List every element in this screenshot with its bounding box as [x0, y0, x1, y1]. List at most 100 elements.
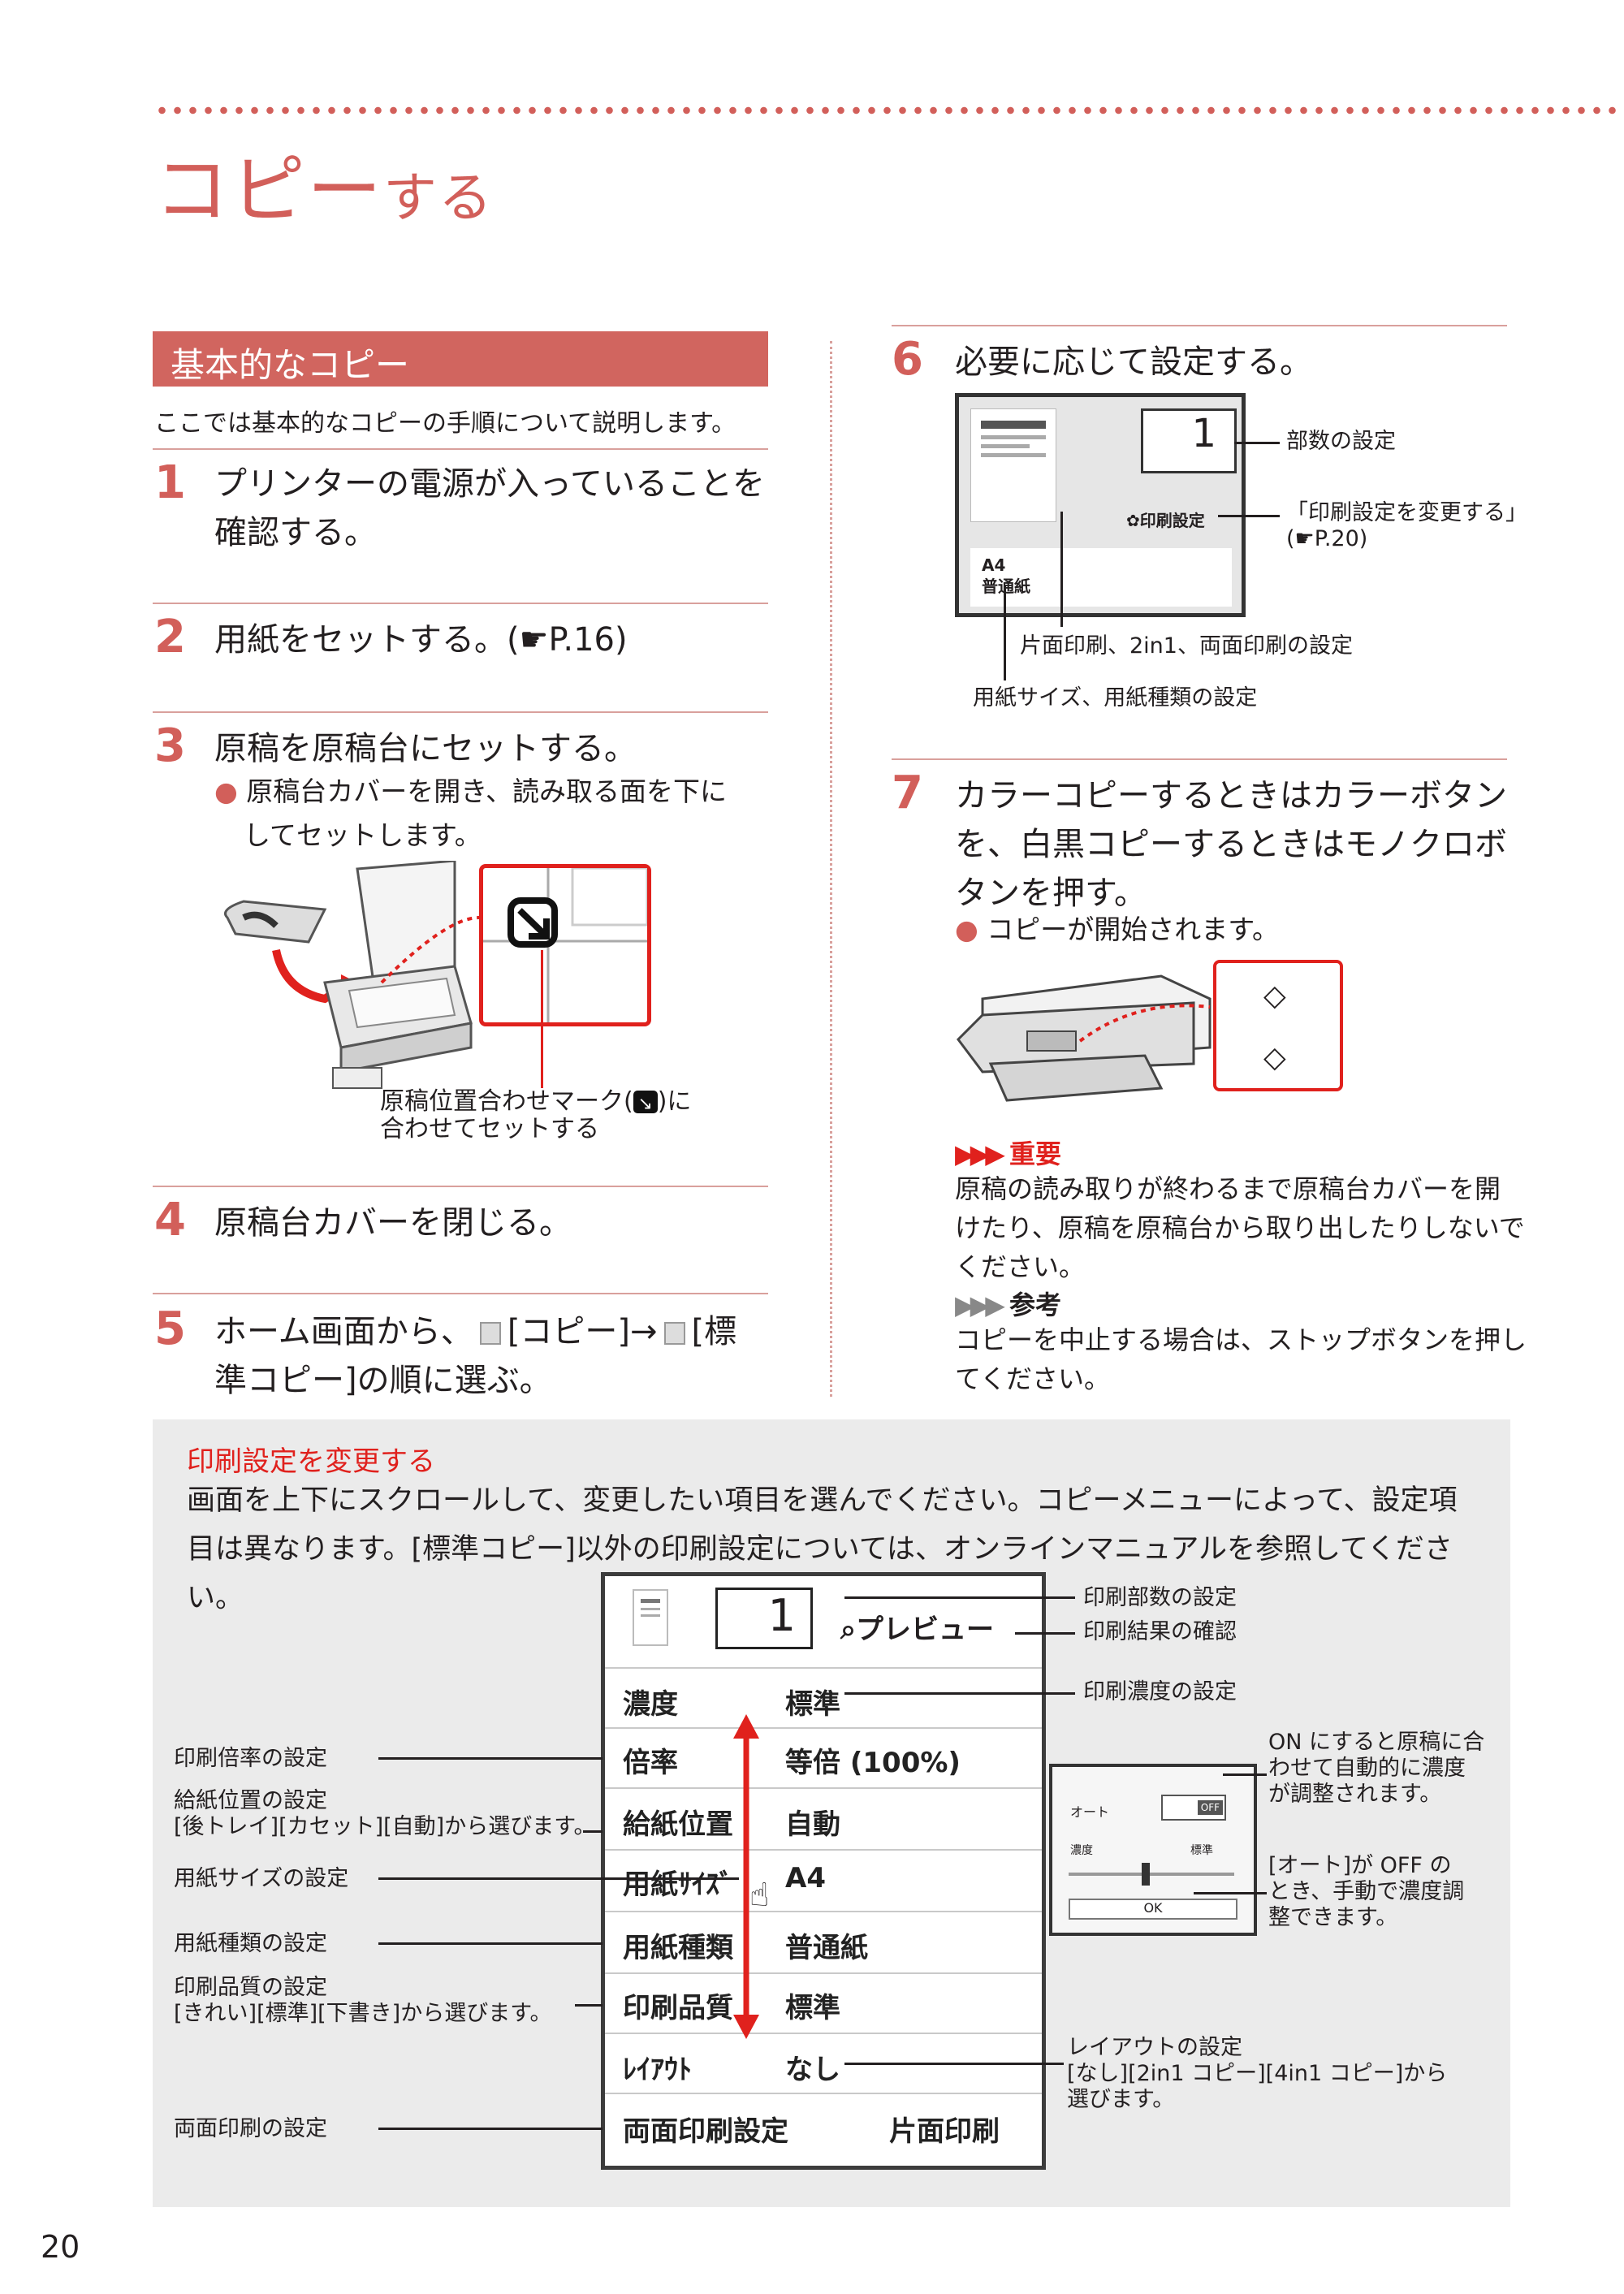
print-quality-label[interactable]: 印刷品質	[623, 1992, 733, 2024]
scroll-arrow-icon	[733, 1714, 759, 2039]
document-thumbnail	[970, 408, 1056, 522]
paper-source-label[interactable]: 給紙位置	[623, 1808, 733, 1841]
copies-label: 部数の設定	[1286, 429, 1396, 454]
hand-swipe-icon: ☝	[749, 1877, 770, 1914]
callout-line	[378, 1757, 603, 1760]
preview-icon: ⌕	[840, 1614, 857, 1646]
chevron-icon: ▶▶▶	[955, 1138, 1005, 1169]
printer-illustration	[957, 974, 1212, 1102]
step-bullet: ● コピーが開始されます。	[955, 914, 1279, 945]
panel-text: 画面を上下にスクロールして、変更したい項目を選んでください。コピーメニューによっ…	[187, 1484, 1458, 1614]
color-start-icon[interactable]: ◇	[1263, 979, 1286, 1013]
scanner-illustration	[224, 861, 480, 1089]
paper-size-label[interactable]: 用紙ｻｲｽﾞ	[623, 1868, 733, 1901]
document-thumbnail	[633, 1589, 668, 1646]
divider	[153, 711, 768, 713]
paper-size-value[interactable]: A4	[785, 1862, 826, 1894]
layout-callout: レイアウトの設定[なし][2in1 コピー][4in1 コピー]から選びます。	[1067, 2035, 1448, 2112]
alignment-mark-zoom	[479, 864, 651, 1026]
callout-line	[844, 2063, 1064, 2065]
feed-callout: 給紙位置の設定[後トレイ][カセット][自動]から選びます。	[174, 1788, 596, 1839]
step-number: 2	[154, 611, 186, 663]
magnification-value[interactable]: 等倍 (100%)	[785, 1747, 961, 1779]
magnification-label[interactable]: 倍率	[623, 1747, 678, 1779]
paper-label: 用紙サイズ、用紙種類の設定	[973, 685, 1258, 711]
copies-display[interactable]: 1	[1141, 408, 1237, 473]
copies-display[interactable]: 1	[715, 1588, 813, 1649]
callout-line	[378, 1942, 603, 1945]
divider	[892, 325, 1507, 326]
column-divider	[830, 341, 832, 1397]
divider	[153, 1186, 768, 1187]
slider-handle[interactable]	[1142, 1863, 1150, 1886]
size-callout: 用紙サイズの設定	[174, 1866, 349, 1891]
duplex-label[interactable]: 両面印刷設定	[623, 2115, 788, 2148]
callout-line	[1194, 1892, 1267, 1894]
divider	[892, 758, 1507, 760]
step-bullet: ● 原稿台カバーを開き、読み取る面を下に してセットします。	[214, 775, 727, 851]
start-buttons-zoom: ◇ ◇	[1213, 960, 1343, 1091]
important-heading: ▶▶▶ 重要	[955, 1138, 1061, 1169]
paper-source-value[interactable]: 自動	[785, 1808, 840, 1841]
step-text: 用紙をセットする。(☛P.16)	[214, 621, 628, 659]
reference-text: コピーを中止する場合は、ストップボタンを押してください。	[955, 1324, 1527, 1394]
magnification-callout: 印刷倍率の設定	[174, 1746, 327, 1771]
callout-line	[575, 2004, 603, 2007]
auto-toggle[interactable]: OFF	[1161, 1795, 1226, 1821]
type-callout: 用紙種類の設定	[174, 1931, 327, 1956]
ok-button[interactable]: OK	[1069, 1899, 1237, 1920]
callout-line	[378, 2128, 603, 2130]
density-value[interactable]: 標準	[785, 1688, 840, 1721]
print-settings-button[interactable]: ✿印刷設定	[1126, 511, 1205, 530]
section-intro: ここでは基本的なコピーの手順について説明します。	[154, 409, 736, 438]
print-settings-label: 「印刷設定を変更する」(☛P.20)	[1286, 500, 1527, 551]
print-quality-value[interactable]: 標準	[785, 1992, 840, 2024]
step-text: カラーコピーするときはカラーボタンを、白黒コピーするときはモノクロボタンを押す。	[955, 777, 1507, 912]
layout-value[interactable]: なし	[785, 2054, 840, 2086]
alignment-caption: 原稿位置合わせマーク(↘)に 合わせてセットする	[380, 1087, 692, 1143]
callout-line	[1234, 442, 1280, 444]
reference-heading: ▶▶▶ 参考	[955, 1290, 1061, 1320]
step-text: 原稿台カバーを閉じる。	[214, 1204, 572, 1242]
section-heading: 基本的なコピー	[153, 331, 768, 387]
density-callout: 印刷濃度の設定	[1083, 1679, 1237, 1704]
panel-title: 印刷設定を変更する	[187, 1445, 435, 1478]
step-number: 5	[154, 1303, 186, 1355]
important-text: 原稿の読み取りが終わるまで原稿台カバーを開けたり、原稿を原稿台から取り出したりし…	[955, 1173, 1525, 1282]
dotted-rule	[154, 106, 1624, 115]
callout-line	[378, 1877, 739, 1880]
divider	[153, 603, 768, 604]
standard-copy-icon	[663, 1322, 685, 1345]
density-slider[interactable]	[1069, 1873, 1234, 1876]
preview-button[interactable]: ⌕プレビュー	[840, 1614, 995, 1646]
density-standard: 標準	[1190, 1844, 1213, 1857]
page-number: 20	[41, 2229, 80, 2265]
chevron-icon: ▶▶▶	[955, 1290, 1005, 1320]
density-popup: オート OFF 濃度 標準 OK	[1049, 1764, 1257, 1936]
layout-label[interactable]: ﾚｲｱｳﾄ	[623, 2054, 692, 2086]
copy-icon	[479, 1322, 501, 1345]
step-text: 原稿を原稿台にセットする。	[214, 730, 637, 767]
alignment-mark-icon: ↘	[633, 1091, 658, 1114]
auto-callout: ON にすると原稿に合わせて自動的に濃度が調整されます。	[1268, 1730, 1485, 1807]
callout-line	[844, 1692, 1075, 1695]
callout-line	[844, 1596, 1075, 1599]
density-label[interactable]: 濃度	[623, 1688, 678, 1721]
auto-label: オート	[1070, 1804, 1110, 1820]
quality-callout: 印刷品質の設定[きれい][標準][下書き]から選びます。	[174, 1975, 552, 2026]
paper-type-value[interactable]: 普通紙	[785, 1932, 868, 1964]
duplex-callout: 両面印刷の設定	[174, 2116, 327, 2141]
step-text: ホーム画面から、[コピー]→[標 準コピー]の順に選ぶ。	[214, 1313, 737, 1399]
step-number: 1	[154, 456, 186, 509]
duplex-value[interactable]: 片面印刷	[889, 2115, 1000, 2148]
callout-line	[1223, 1773, 1267, 1776]
callout-line	[1004, 585, 1006, 680]
callout-line	[1060, 512, 1063, 627]
preview-callout: 印刷結果の確認	[1083, 1619, 1237, 1644]
step-number: 6	[892, 333, 923, 386]
step-text: プリンターの電源が入っていることを確認する。	[214, 465, 765, 551]
divider	[153, 1293, 768, 1294]
paper-type-label[interactable]: 用紙種類	[623, 1932, 733, 1964]
black-start-icon[interactable]: ◇	[1263, 1041, 1286, 1074]
